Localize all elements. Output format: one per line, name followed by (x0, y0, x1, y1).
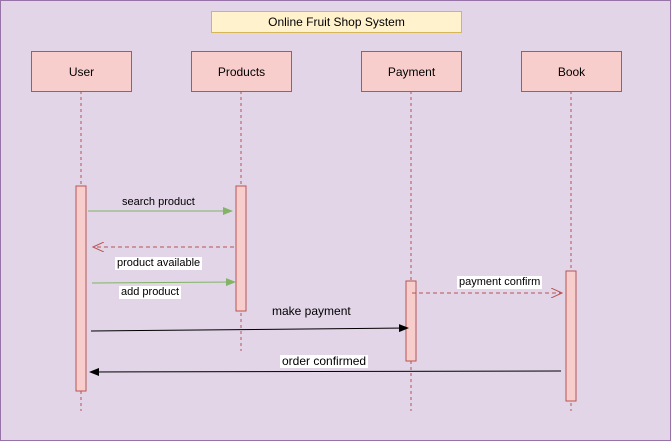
message-make-payment-label: make payment (272, 304, 351, 318)
message-add-product-label: add product (119, 286, 182, 299)
message-payment-confirm-label: payment confirm (457, 276, 543, 289)
participant-user: User (31, 51, 132, 92)
activation-payment (405, 280, 417, 362)
message-add-product-arrow (91, 278, 236, 287)
message-product-available-label: product available (115, 257, 203, 270)
activation-book (565, 270, 577, 402)
participant-payment: Payment (361, 51, 462, 92)
participant-book: Book (521, 51, 622, 92)
activation-user (75, 185, 87, 392)
message-order-confirmed-label: order confirmed (280, 354, 369, 368)
diagram-title: Online Fruit Shop System (211, 11, 462, 33)
message-search-product-label: search product (122, 196, 195, 208)
message-make-payment-arrow (90, 324, 409, 333)
participant-products: Products (191, 51, 292, 92)
activation-products (235, 185, 247, 312)
message-order-confirmed-arrow (89, 367, 562, 376)
